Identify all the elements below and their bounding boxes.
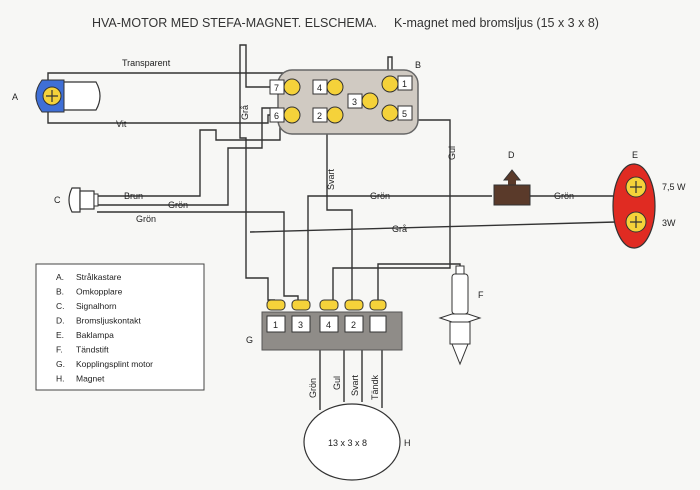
diagram-title: HVA-MOTOR MED STEFA-MAGNET. ELSCHEMA. [92,16,377,30]
component-d-brake-switch: D [493,150,531,206]
wires [47,44,620,410]
legend-key: C. [56,301,65,311]
horn-body [79,190,95,210]
magnet-body [303,403,401,481]
component-c-horn: C [54,187,99,213]
legend-key: F. [56,345,63,355]
wire-svart [326,118,353,300]
label-gron-right: Grön [554,191,574,201]
diagram-subtitle: K-magnet med bromsljus (15 x 3 x 8) [394,16,599,30]
label-b: B [415,60,421,70]
wire-tandk [377,263,461,300]
switch-term-6: 6 [274,111,279,121]
label-vit: Vit [116,119,127,129]
wire-gron-c2 [97,211,299,300]
switch-term-5: 5 [402,109,407,119]
label-transparent: Transparent [122,58,171,68]
label-gron-c: Grön [168,200,188,210]
spark-plug-insulator [451,273,469,315]
switch-term-3: 3 [352,97,357,107]
switch-term-7: 7 [274,83,279,93]
component-a-headlight: A [12,79,101,113]
legend-key: H. [56,374,65,384]
legend-key: A. [56,272,64,282]
legend-box [35,263,205,391]
label-h: H [404,438,411,448]
component-g-terminal-block: G 1 3 4 2 [246,299,403,351]
label-f: F [478,290,484,300]
label-d: D [508,150,515,160]
tail-bulb-rating-2: 3W [662,218,676,228]
label-gra-vertical: Grå [240,105,250,120]
tail-lamp-housing [612,163,656,249]
block-term-1: 1 [273,320,278,330]
legend-key: B. [56,287,64,297]
bottom-label-svart: Svart [350,374,360,396]
label-g: G [246,335,253,345]
component-f-spark-plug: F [438,265,484,366]
spark-plug-tip [451,343,469,366]
horn-bell [68,187,81,213]
legend-item-text: Magnet [76,374,105,384]
label-e: E [632,150,638,160]
legend-item-text: Tändstift [76,345,109,355]
bottom-label-gul: Gul [332,376,342,390]
label-gul-vertical: Gul [447,146,457,160]
switch-term-4: 4 [317,83,322,93]
spark-plug-hex [438,313,482,323]
legend-item-text: Kopplingsplint motor [76,359,153,369]
switch-term-2: 2 [317,111,322,121]
label-brun: Brun [124,191,143,201]
block-term-4: 4 [326,320,331,330]
legend-key: E. [56,330,64,340]
legend-key: G. [56,359,65,369]
label-gra-mid: Grå [392,224,407,234]
component-e-tail-lamp: E 7,5 W 3W [612,150,686,249]
label-c: C [54,195,61,205]
wire-gra-mid [249,221,617,233]
label-svart-vertical: Svart [326,168,336,190]
block-term-3: 3 [298,320,303,330]
label-a: A [12,92,18,102]
legend-item-text: Baklampa [76,330,114,340]
block-term-2: 2 [351,320,356,330]
magnet-label: 13 x 3 x 8 [328,438,367,448]
brake-body [493,184,531,206]
legend-item-text: Omkopplare [76,287,123,297]
label-gron-mid: Grön [370,191,390,201]
legend-key: D. [56,316,65,326]
wire-gron-mid [307,195,492,300]
legend-item-text: Strålkastare [76,272,122,282]
tail-bulb-rating-1: 7,5 W [662,182,686,192]
wire-brun [97,118,281,197]
legend-item-text: Signalhorn [76,301,117,311]
bottom-label-gron: Grön [308,378,318,398]
label-gron-c2: Grön [136,214,156,224]
switch-term-1: 1 [402,79,407,89]
wire-gra-vertical [239,44,280,301]
component-h-magnet: 13 x 3 x 8 H [303,403,411,481]
legend-item-text: Bromsljuskontakt [76,316,141,326]
component-b-switch: B 7 4 1 6 2 5 3 [269,60,421,135]
bottom-label-tandk: Tändk [370,374,380,400]
